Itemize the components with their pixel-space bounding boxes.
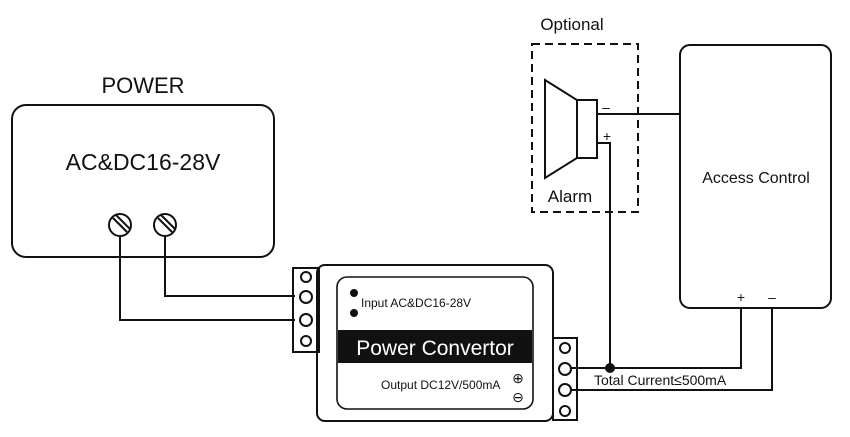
power-box bbox=[11, 104, 275, 258]
alarm-optional: Optional Alarm – + bbox=[531, 15, 639, 213]
output-plus-icon: ⊕ bbox=[512, 370, 524, 386]
wire-alarm-plus bbox=[597, 142, 611, 368]
wire-power-2 bbox=[164, 237, 295, 297]
converter-output-label: Output DC12V/500mA bbox=[381, 378, 500, 392]
power-convertor: Input AC&DC16-28V Power Convertor Output… bbox=[316, 264, 554, 422]
access-control-box bbox=[679, 44, 832, 309]
wire-junction bbox=[605, 363, 615, 373]
converter-title: Power Convertor bbox=[356, 337, 514, 360]
access-control-plus: + bbox=[737, 289, 745, 305]
power-supply: POWER AC&DC16-28V bbox=[11, 73, 275, 258]
converter-input-label: Input AC&DC16-28V bbox=[361, 296, 471, 310]
power-title: POWER bbox=[101, 73, 184, 98]
access-control-label: Access Control bbox=[702, 170, 810, 187]
wire-power-1 bbox=[119, 237, 295, 321]
alarm-label: Alarm bbox=[548, 187, 592, 206]
alarm-optional-label: Optional bbox=[540, 15, 603, 34]
input-screw-icon bbox=[350, 309, 358, 317]
power-voltage: AC&DC16-28V bbox=[66, 149, 221, 175]
output-minus-icon: ⊖ bbox=[512, 389, 524, 405]
access-control: Access Control + – bbox=[679, 44, 832, 309]
wire-output-minus bbox=[571, 308, 773, 391]
input-screw-icon bbox=[350, 289, 358, 297]
total-current-label: Total Current≤500mA bbox=[594, 372, 727, 388]
alarm-minus: – bbox=[602, 99, 610, 115]
wire-output-plus bbox=[571, 308, 742, 369]
alarm-plus: + bbox=[603, 128, 611, 144]
speaker-icon bbox=[544, 78, 598, 180]
converter-output-terminal-block bbox=[552, 337, 578, 421]
converter-title-bar bbox=[338, 330, 532, 363]
power-terminal-2 bbox=[153, 213, 177, 237]
converter-input-terminal-block bbox=[292, 267, 320, 353]
power-terminal-1 bbox=[108, 213, 132, 237]
access-control-minus: – bbox=[768, 289, 776, 305]
optional-dashed-box bbox=[531, 43, 639, 213]
